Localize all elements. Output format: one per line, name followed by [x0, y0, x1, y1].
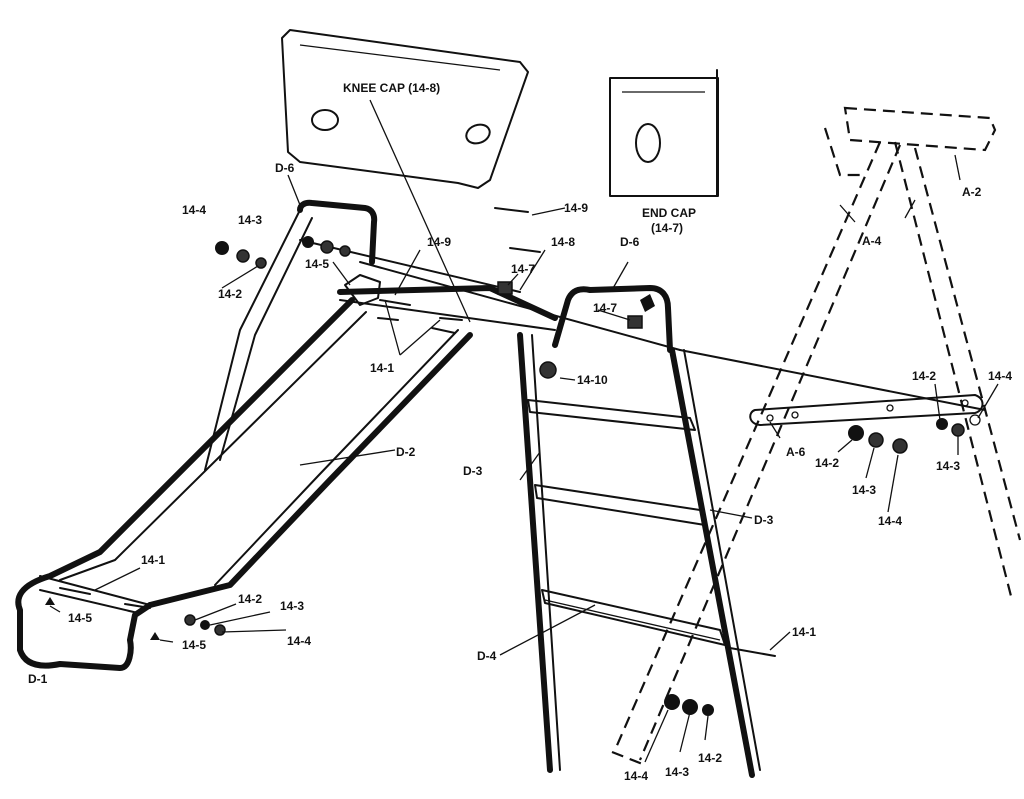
label-14-5-a: 14-5: [305, 257, 329, 271]
part-labels: KNEE CAP (14-8) END CAP (14-7) D-1 D-2 D…: [28, 81, 1012, 783]
label-a4: A-4: [862, 234, 882, 248]
label-14-7-a: 14-7: [511, 262, 535, 276]
label-14-3-c: 14-3: [936, 459, 960, 473]
label-14-2-e: 14-2: [698, 751, 722, 765]
a-frame-outline: [611, 106, 1022, 767]
label-14-3-e: 14-3: [665, 765, 689, 779]
label-a2: A-2: [962, 185, 982, 199]
label-knee-cap: KNEE CAP (14-8): [343, 81, 440, 95]
hardware: [45, 207, 981, 716]
end-cap-plate: [609, 69, 719, 197]
label-14-4-a: 14-4: [182, 203, 206, 217]
label-14-2-a: 14-2: [218, 287, 242, 301]
label-d3-left: D-3: [463, 464, 483, 478]
label-14-5-c: 14-5: [182, 638, 206, 652]
label-14-1-c: 14-1: [792, 625, 816, 639]
label-14-10: 14-10: [577, 373, 608, 387]
label-14-8-a: 14-8: [551, 235, 575, 249]
label-14-4-c: 14-4: [988, 369, 1012, 383]
label-14-4-b: 14-4: [287, 634, 311, 648]
label-14-1-b: 14-1: [141, 553, 165, 567]
label-14-1-a: 14-1: [370, 361, 394, 375]
label-14-3-d: 14-3: [852, 483, 876, 497]
label-a6: A-6: [786, 445, 806, 459]
label-14-9-b: 14-9: [427, 235, 451, 249]
a6-brace: [749, 394, 984, 426]
ladder: [517, 285, 761, 778]
label-d4: D-4: [477, 649, 497, 663]
label-14-2-d: 14-2: [815, 456, 839, 470]
label-d2: D-2: [396, 445, 416, 459]
label-14-4-d: 14-4: [878, 514, 902, 528]
label-14-4-e: 14-4: [624, 769, 648, 783]
label-14-2-c: 14-2: [912, 369, 936, 383]
label-14-7-b: 14-7: [593, 301, 617, 315]
label-14-5-b: 14-5: [68, 611, 92, 625]
label-end-cap-num: (14-7): [651, 221, 683, 235]
label-d6-left: D-6: [275, 161, 295, 175]
label-end-cap: END CAP: [642, 206, 696, 220]
label-d6-right: D-6: [620, 235, 640, 249]
label-d3-right: D-3: [754, 513, 774, 527]
knee-cap-plate: [281, 29, 529, 323]
label-14-3-a: 14-3: [238, 213, 262, 227]
leader-lines: [49, 154, 999, 763]
label-14-3-b: 14-3: [280, 599, 304, 613]
top-crossbars: [299, 239, 986, 411]
label-14-2-b: 14-2: [238, 592, 262, 606]
slide-side-rails: [15, 199, 473, 671]
label-d1: D-1: [28, 672, 48, 686]
label-14-9-a: 14-9: [564, 201, 588, 215]
